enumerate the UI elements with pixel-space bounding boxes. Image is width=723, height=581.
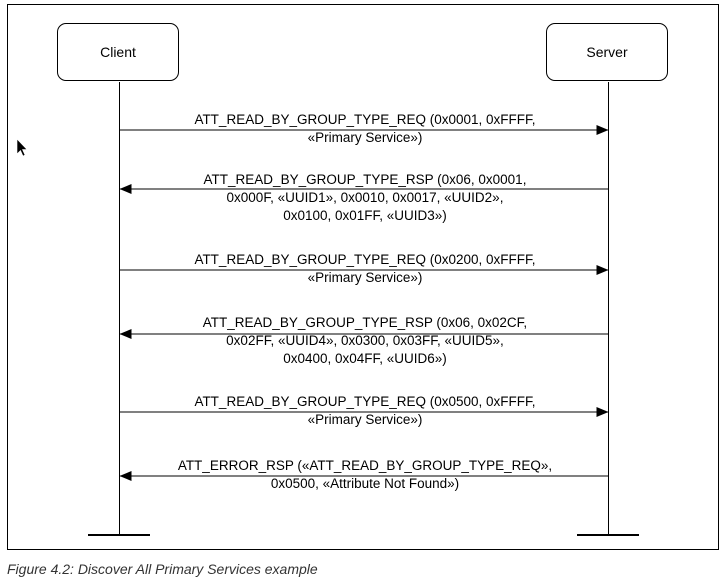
client-actor-label: Client [100, 44, 136, 60]
arrowhead-icon [596, 265, 609, 275]
message-label-line: ATT_READ_BY_GROUP_TYPE_RSP (0x06, 0x02CF… [202, 315, 528, 330]
arrowhead-icon [596, 407, 609, 417]
message-label-line: 0x000F, «UUID1», 0x0010, 0x0017, «UUID2»… [226, 190, 504, 205]
arrowhead-icon [119, 329, 132, 339]
message-label: ATT_READ_BY_GROUP_TYPE_REQ (0x0500, 0xFF… [130, 393, 600, 429]
client-actor-box: Client [57, 23, 179, 81]
message-label: ATT_READ_BY_GROUP_TYPE_RSP (0x06, 0x02CF… [130, 314, 600, 368]
message-label-line: «Primary Service») [307, 412, 423, 427]
message-label-line: 0x0500, «Attribute Not Found») [270, 476, 460, 491]
message-label-line: 0x0400, 0x04FF, «UUID6») [283, 351, 447, 366]
client-lifeline [119, 82, 120, 535]
message-label-line: 0x02FF, «UUID4», 0x0300, 0x03FF, «UUID5»… [226, 333, 504, 348]
arrowhead-icon [119, 471, 132, 481]
message-label-line: ATT_READ_BY_GROUP_TYPE_RSP (0x06, 0x0001… [203, 172, 527, 187]
diagram-frame [7, 4, 719, 550]
message-label-line: ATT_READ_BY_GROUP_TYPE_REQ (0x0200, 0xFF… [194, 252, 536, 267]
message-label: ATT_READ_BY_GROUP_TYPE_REQ (0x0200, 0xFF… [130, 251, 600, 287]
arrowhead-icon [119, 184, 132, 194]
message-label-line: ATT_READ_BY_GROUP_TYPE_REQ (0x0001, 0xFF… [194, 112, 536, 127]
message-label-line: 0x0100, 0x01FF, «UUID3») [283, 208, 447, 223]
message-label-line: ATT_ERROR_RSP («ATT_READ_BY_GROUP_TYPE_R… [177, 458, 553, 473]
arrowhead-icon [596, 125, 609, 135]
server-actor-label: Server [586, 44, 628, 60]
figure-caption: Figure 4.2: Discover All Primary Service… [7, 561, 318, 577]
mouse-pointer-icon [16, 138, 28, 157]
message-label-line: «Primary Service») [307, 130, 423, 145]
server-actor-box: Server [546, 23, 668, 81]
message-label: ATT_ERROR_RSP («ATT_READ_BY_GROUP_TYPE_R… [130, 457, 600, 493]
message-label: ATT_READ_BY_GROUP_TYPE_REQ (0x0001, 0xFF… [130, 111, 600, 147]
client-lifeline-end-bar [88, 534, 150, 536]
server-lifeline [608, 82, 609, 535]
server-lifeline-end-bar [577, 534, 639, 536]
message-label-line: «Primary Service») [307, 270, 423, 285]
message-label-line: ATT_READ_BY_GROUP_TYPE_REQ (0x0500, 0xFF… [194, 394, 536, 409]
message-label: ATT_READ_BY_GROUP_TYPE_RSP (0x06, 0x0001… [130, 171, 600, 225]
